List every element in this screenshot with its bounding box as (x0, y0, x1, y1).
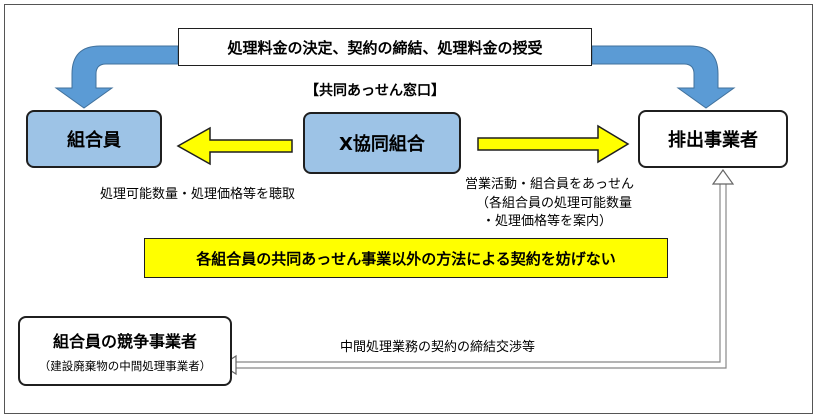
coop-label: X協同組合 (339, 134, 425, 155)
negotiation-line (232, 180, 727, 369)
blue-arrow-left (54, 45, 179, 109)
yellow-arrow-left (176, 126, 293, 166)
sales-label-line2: （各組合員の処理可能数量 (476, 196, 633, 211)
coop-node: X協同組合 (303, 112, 461, 174)
competitor-subtitle: （建設廃棄物の中間処理事業者） (38, 359, 212, 373)
top-process-label: 処理料金の決定、契約の締結、処理料金の授受 (227, 38, 543, 57)
top-process-box: 処理料金の決定、契約の締結、処理料金の授受 (178, 28, 592, 66)
competitor-node: 組合員の競争事業者 （建設廃棄物の中間処理事業者） (18, 316, 232, 386)
warning-box: 各組合員の共同あっせん事業以外の方法による契約を妨げない (144, 238, 668, 278)
competitor-title: 組合員の競争事業者 (52, 332, 197, 351)
discharger-label: 排出事業者 (668, 130, 758, 151)
window-label: 【共同あっせん窓口】 (305, 83, 445, 99)
member-label: 組合員 (67, 130, 121, 151)
yellow-arrow-right (477, 124, 630, 164)
member-node: 組合員 (26, 110, 162, 168)
hearing-label: 処理可能数量・処理価格等を聴取 (100, 187, 296, 202)
negotiation-arrowhead-up (711, 168, 735, 185)
blue-arrow-right (591, 45, 736, 109)
diagram-frame (4, 4, 813, 414)
sales-label-line1: 営業活動・組合員をあっせん (465, 177, 635, 192)
sales-label-line3: ・処理価格等を案内） (482, 214, 613, 229)
warning-label: 各組合員の共同あっせん事業以外の方法による契約を妨げない (196, 249, 616, 268)
negotiation-label: 中間処理業務の契約の締結交渉等 (340, 340, 536, 355)
discharger-node: 排出事業者 (638, 110, 788, 168)
